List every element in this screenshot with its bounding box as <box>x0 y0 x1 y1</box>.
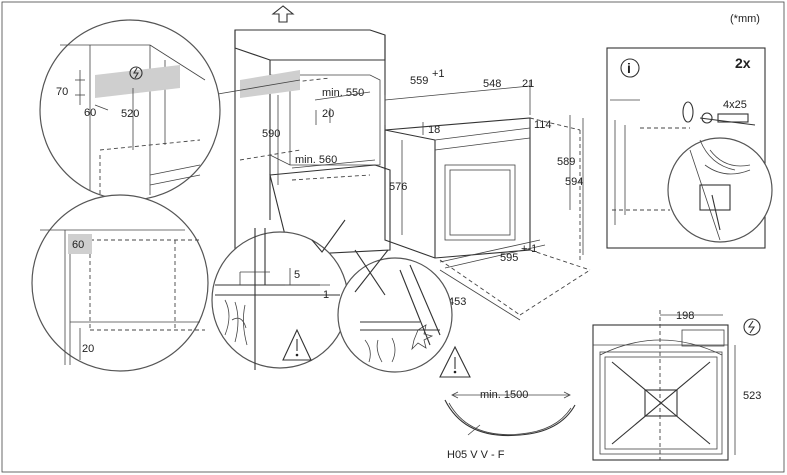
dim-594: 594 <box>565 176 583 188</box>
warning-triangle-icon <box>439 345 471 378</box>
dim-590: 590 <box>262 128 280 140</box>
dim-20b: 20 <box>82 343 94 355</box>
oven-unit <box>384 117 591 316</box>
detail-circle-wrong <box>337 257 453 373</box>
dim-60a: 60 <box>84 107 96 119</box>
count-label: 2x <box>735 55 751 71</box>
arrow-up-icon <box>271 5 295 23</box>
screw-size: 4x25 <box>723 99 747 111</box>
dim-589: 589 <box>557 156 575 168</box>
dim-453: 453 <box>448 296 466 308</box>
detail-circle-top <box>39 19 221 201</box>
dim-595-tolerance: +-1 <box>521 243 537 255</box>
dim-1: 1 <box>323 289 329 301</box>
dim-523: 523 <box>743 390 761 402</box>
power-cable <box>444 399 576 437</box>
power-symbol-icon <box>129 66 143 80</box>
dim-5: 5 <box>294 269 300 281</box>
dim-520: 520 <box>121 108 139 120</box>
dim-min560: min. 560 <box>295 154 337 166</box>
detail-circle-bottom <box>31 194 209 372</box>
dim-595: 595 <box>500 252 518 264</box>
info-icon: i <box>627 60 631 76</box>
info-panel: i 2x <box>606 47 773 249</box>
dim-548: 548 <box>483 78 501 90</box>
dim-559-tolerance: +1 <box>432 68 445 80</box>
check-mark-icon <box>311 219 346 253</box>
dim-21: 21 <box>522 78 534 90</box>
warning-triangle-icon <box>282 328 312 361</box>
cabinet <box>211 29 391 266</box>
detail-circle-correct <box>211 228 349 370</box>
unit-note: (*mm) <box>730 13 760 25</box>
dim-20a: 20 <box>322 108 334 120</box>
dim-576: 576 <box>389 181 407 193</box>
power-symbol-icon <box>743 318 761 336</box>
dim-min550: min. 550 <box>322 87 364 99</box>
cable-spec: H05 V V - F <box>447 449 505 461</box>
dim-70: 70 <box>56 86 68 98</box>
dim-18: 18 <box>428 124 440 136</box>
oven-back-view <box>592 310 729 461</box>
dim-min1500: min. 1500 <box>480 389 528 401</box>
dim-60b: 60 <box>72 239 84 251</box>
cross-mark-icon <box>354 249 389 296</box>
dim-114: 114 <box>534 119 552 131</box>
dim-559: 559 <box>410 75 428 87</box>
dim-198: 198 <box>676 310 694 322</box>
